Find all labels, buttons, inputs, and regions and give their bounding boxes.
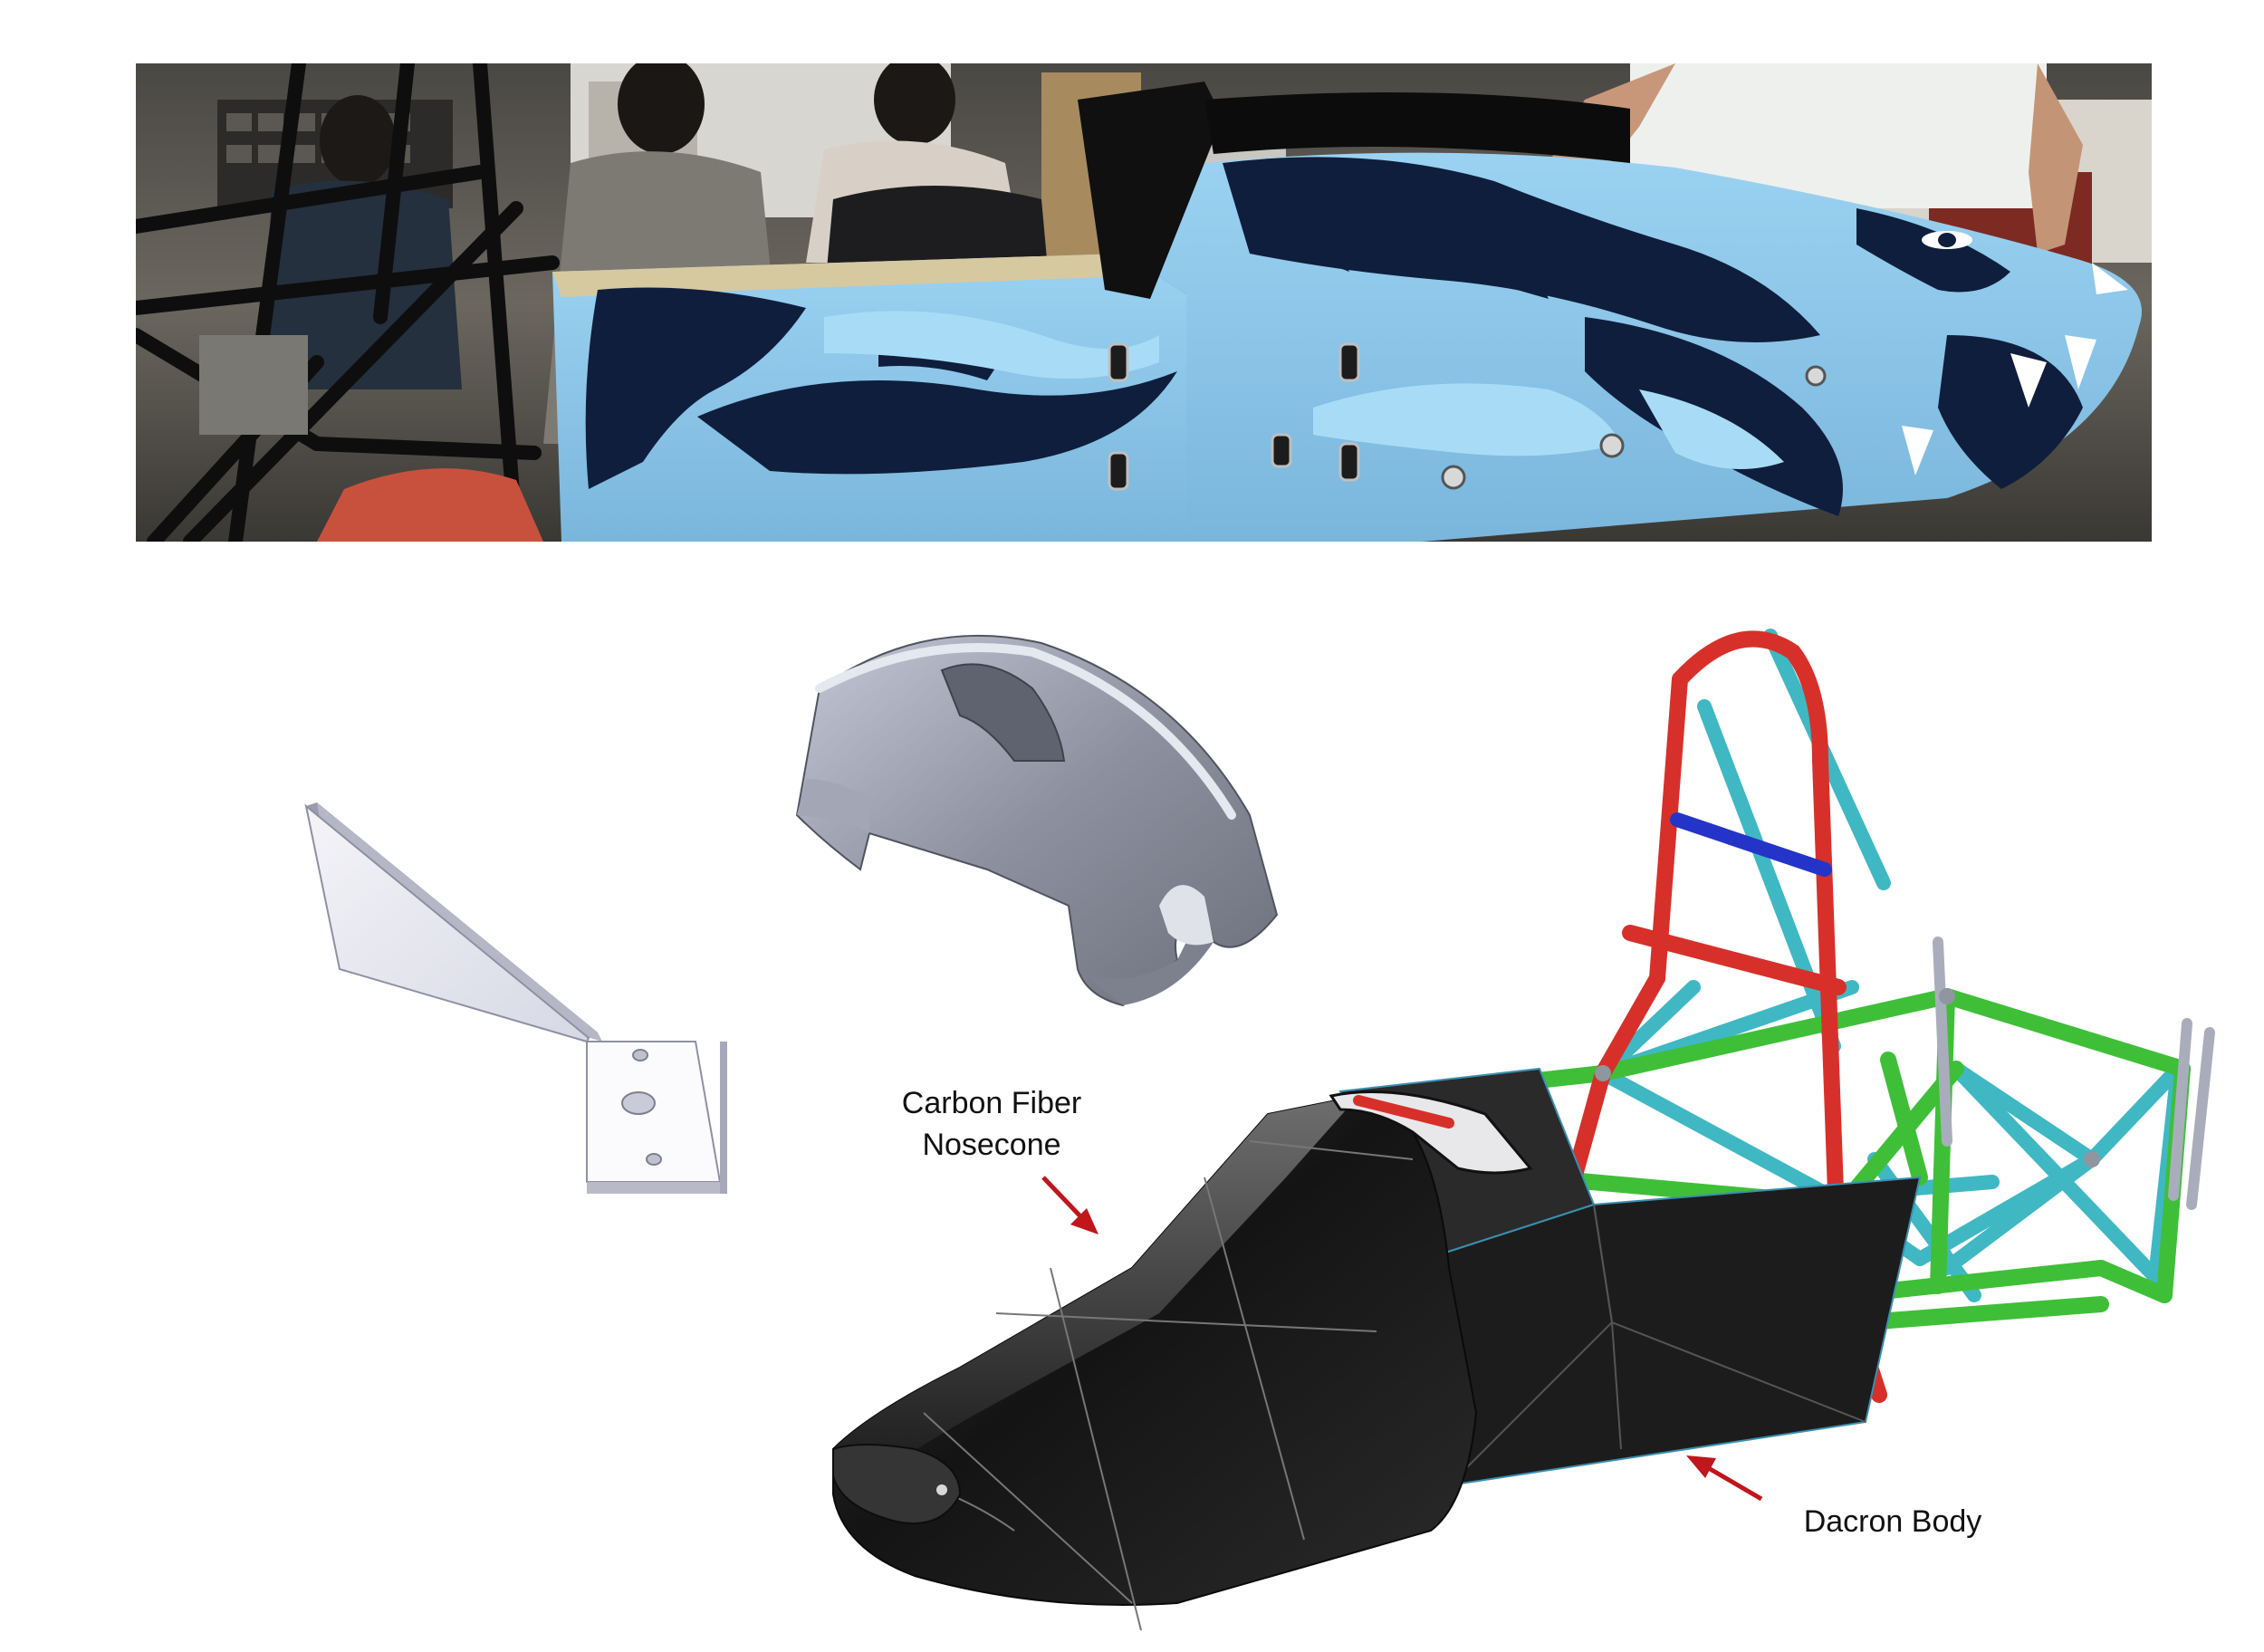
painted-car-photo <box>136 63 2152 542</box>
body-callout-label: Dacron Body <box>1770 1501 2015 1542</box>
carbon-fiber-nosecone <box>832 1090 1533 1631</box>
arrow-up-left-icon <box>1686 1455 1763 1502</box>
nosecone-callout-label: Carbon Fiber Nosecone <box>860 1082 1123 1166</box>
cad-renderings <box>0 543 2264 1652</box>
body-label-text: Dacron Body <box>1803 1504 1982 1539</box>
mounting-plate-part <box>304 802 727 1194</box>
cad-renderings-illustration <box>304 629 2215 1631</box>
painted-car-photo-illustration <box>136 63 2152 542</box>
arrow-down-right-icon <box>1041 1176 1098 1234</box>
nosecone-label-line2: Nosecone <box>922 1128 1061 1162</box>
saddle-bracket-part <box>795 634 1279 1007</box>
nosecone-label-line1: Carbon Fiber <box>901 1086 1082 1120</box>
